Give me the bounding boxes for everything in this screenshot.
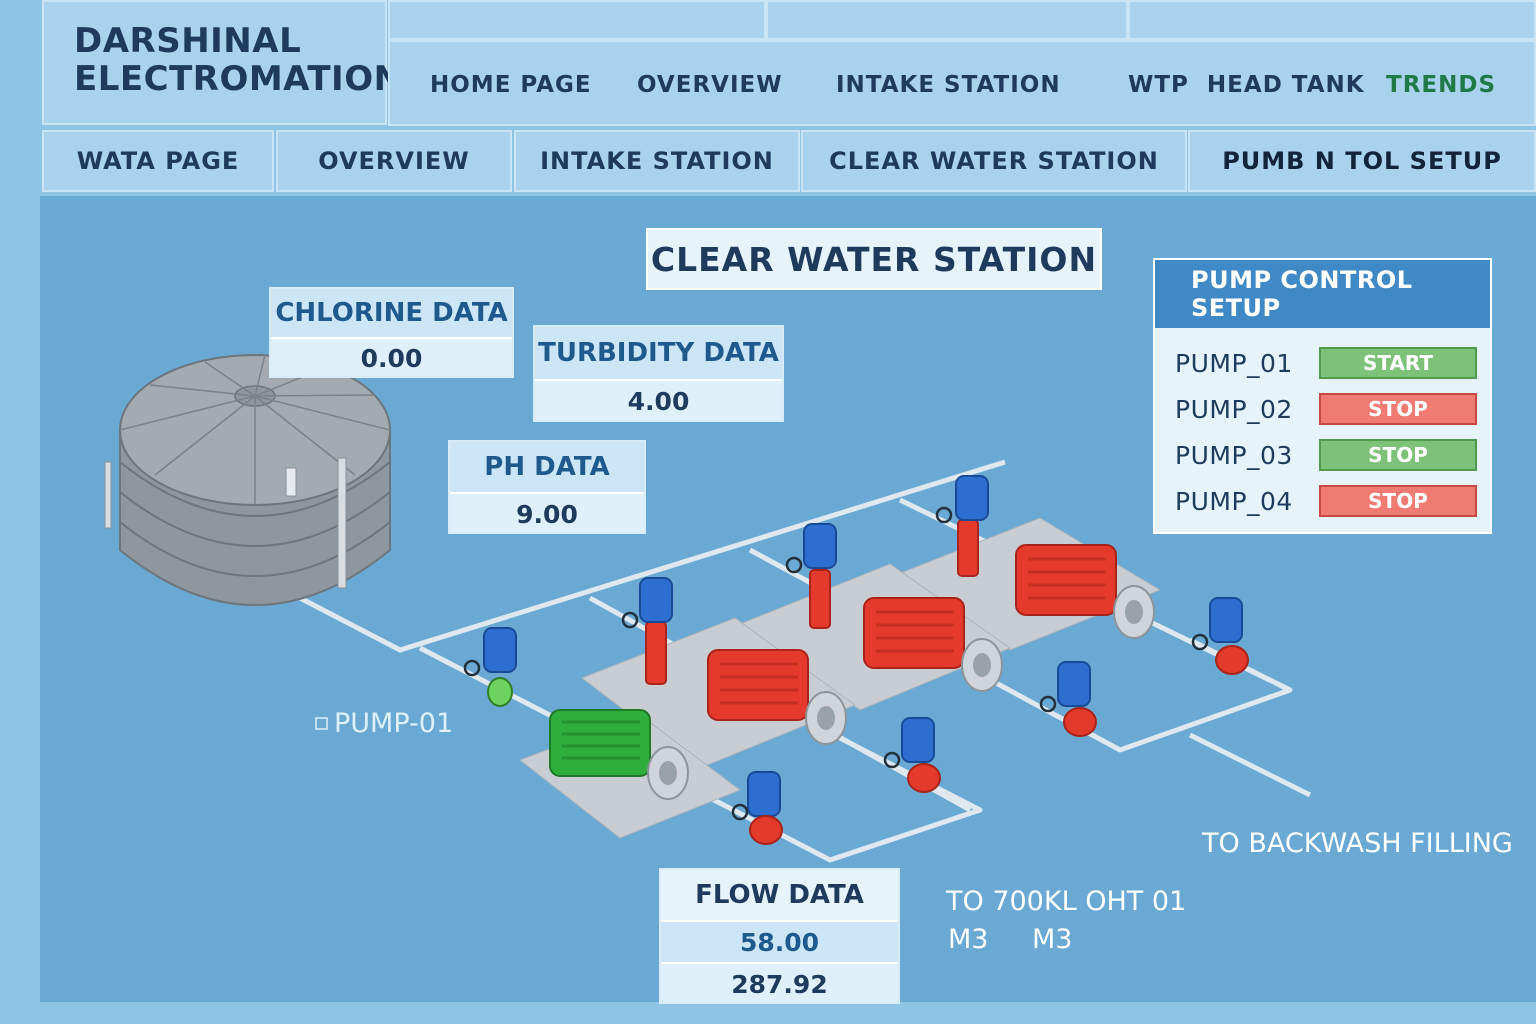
flow-unit-1: M3 [948, 924, 989, 955]
backwash-label: TO BACKWASH FILLING [1202, 828, 1513, 859]
pump-02-name: PUMP_02 [1175, 394, 1293, 424]
pump-control-panel: PUMP CONTROL SETUP PUMP_01 START PUMP_02… [1153, 258, 1492, 534]
top-nav-overview[interactable]: OVERVIEW [637, 72, 783, 98]
turbidity-data-title: TURBIDITY DATA [535, 327, 782, 381]
sub-nav-wata-page[interactable]: WATA PAGE [42, 130, 274, 192]
valve-bodies [749, 645, 1249, 845]
sub-nav-pump-control-setup[interactable]: PUMB N TOL SETUP [1188, 130, 1536, 192]
turbidity-data-panel: TURBIDITY DATA 4.00 [533, 325, 784, 422]
header-strip-1 [388, 0, 766, 40]
chlorine-data-title: CHLORINE DATA [271, 289, 512, 339]
pump-control-title: PUMP CONTROL SETUP [1155, 260, 1490, 328]
pump-03-stop-button[interactable]: STOP [1319, 439, 1477, 471]
brand-line-2: ELECTROMATION [74, 59, 403, 100]
pump-row-02: PUMP_02 STOP [1175, 392, 1480, 426]
brand-logo: DARSHINAL ELECTROMATION [42, 0, 403, 125]
header-strip-2 [766, 0, 1128, 40]
turbidity-data-value: 4.00 [627, 386, 690, 416]
pump-04-motor-icon [1015, 544, 1155, 639]
top-nav-bar [388, 40, 1536, 126]
pump-01-label: PUMP-01 [334, 708, 454, 739]
header-strip-3 [1128, 0, 1536, 40]
page-title: CLEAR WATER STATION [646, 228, 1102, 290]
pump-04-stop-button[interactable]: STOP [1319, 485, 1477, 517]
chlorine-data-panel: CHLORINE DATA 0.00 [269, 287, 514, 378]
pump-row-03: PUMP_03 STOP [1175, 438, 1480, 472]
pump-01-start-button[interactable]: START [1319, 347, 1477, 379]
chlorine-data-value: 0.00 [360, 343, 423, 373]
pump-01-motor-icon [487, 677, 689, 800]
flow-data-value-2: 287.92 [731, 969, 828, 999]
flow-unit-2: M3 [1032, 924, 1073, 955]
brand-line-1: DARSHINAL [74, 21, 302, 61]
valve-handwheels [463, 506, 1209, 821]
ph-data-title: PH DATA [450, 442, 644, 494]
ph-data-panel: PH DATA 9.00 [448, 440, 646, 534]
pump-row-01: PUMP_01 START [1175, 346, 1480, 380]
top-nav-home[interactable]: HOME PAGE [430, 72, 592, 98]
pump-01-name: PUMP_01 [1175, 348, 1293, 378]
flow-data-value-1: 58.00 [661, 922, 898, 964]
pump-02-stop-button[interactable]: STOP [1319, 393, 1477, 425]
ph-data-value: 9.00 [516, 499, 578, 529]
sub-nav-intake-station[interactable]: INTAKE STATION [514, 130, 800, 192]
oht-label: TO 700KL OHT 01 [946, 886, 1187, 917]
valve-icons [483, 475, 1243, 817]
pump-04-name: PUMP_04 [1175, 486, 1293, 516]
top-nav-wtp-head-tank[interactable]: WTP HEAD TANK [1128, 72, 1365, 98]
sub-nav-overview[interactable]: OVERVIEW [276, 130, 512, 192]
pump-02-motor-icon [707, 649, 847, 745]
flow-data-panel: FLOW DATA 58.00 287.92 [659, 868, 900, 1004]
storage-tank-icon [104, 354, 391, 606]
top-nav-intake-station[interactable]: INTAKE STATION [836, 72, 1061, 98]
pump-03-motor-icon [863, 597, 1003, 692]
sub-nav-clear-water-station[interactable]: CLEAR WATER STATION [801, 130, 1187, 192]
top-nav-trends[interactable]: TRENDS [1386, 72, 1497, 98]
pump-row-04: PUMP_04 STOP [1175, 484, 1480, 518]
pump-03-name: PUMP_03 [1175, 440, 1293, 470]
pump-tag-icon [315, 717, 328, 730]
flow-data-title: FLOW DATA [661, 870, 898, 922]
